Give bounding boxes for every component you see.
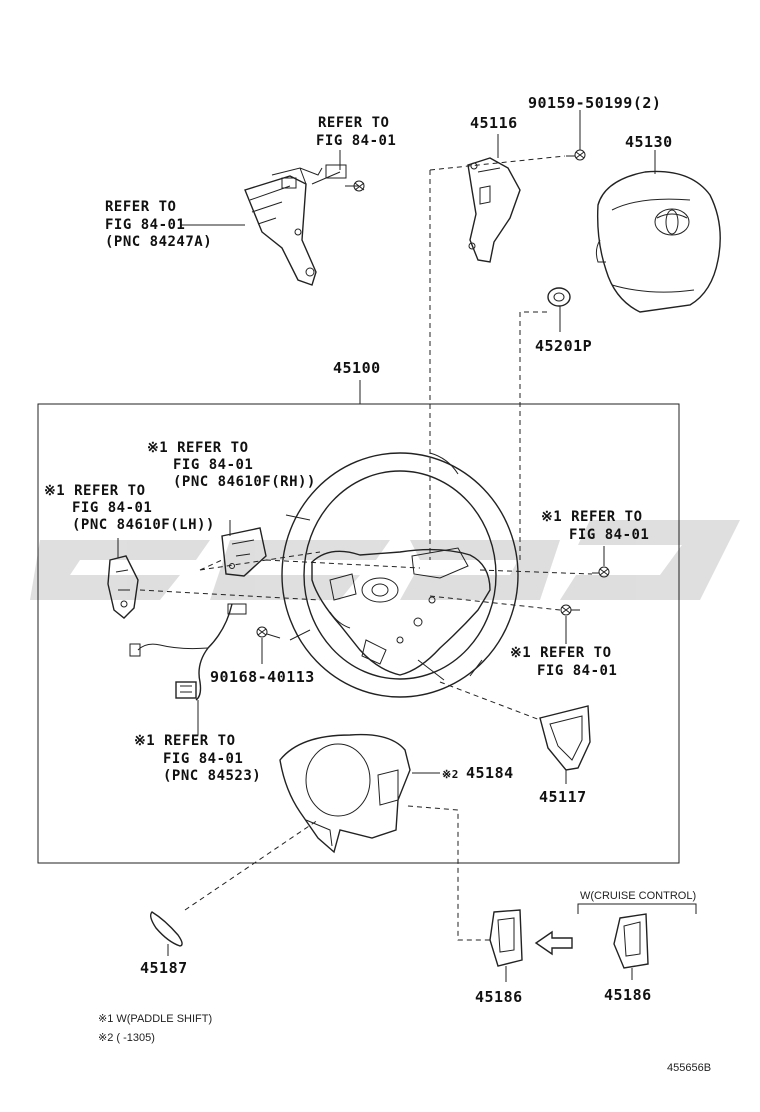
cruise-bracket <box>577 903 697 914</box>
part-45187: 45187 <box>140 959 188 977</box>
ref-left-pnc: (PNC 84247A) <box>105 234 212 250</box>
ref-top-label: REFER TO <box>318 115 389 131</box>
ref-right-fig: FIG 84-01 <box>569 527 649 543</box>
part-45130: 45130 <box>625 133 673 151</box>
part-45184: 45184 <box>466 764 514 782</box>
part-90168: 90168-40113 <box>210 668 315 686</box>
ref-bot-fig: FIG 84-01 <box>163 751 243 767</box>
part-90159: 90159-50199(2) <box>528 94 661 112</box>
switch-45186-b <box>613 913 649 980</box>
trim-45117 <box>539 705 591 784</box>
switch-45186-a <box>489 909 523 982</box>
bolt-90168 <box>256 626 281 664</box>
ref-bot-label: ※1 REFER TO <box>134 733 236 749</box>
part-45186-b: 45186 <box>604 986 652 1004</box>
ref-lh-pnc: (PNC 84610F(LH)) <box>72 517 215 533</box>
ref-lh-label: ※1 REFER TO <box>44 483 146 499</box>
part-45117: 45117 <box>539 788 587 806</box>
cover-45116 <box>467 157 521 263</box>
main-assembly-45100: 45100 <box>333 359 381 377</box>
emblem-45187 <box>149 911 183 956</box>
part-45116: 45116 <box>470 114 518 132</box>
ref-bot-pnc: (PNC 84523) <box>163 768 261 784</box>
lower-cover-45184 <box>279 733 440 854</box>
wire-harness <box>129 603 247 735</box>
part-45186-a: 45186 <box>475 988 523 1006</box>
nut-45201p <box>547 287 571 332</box>
figure-id: 455656B <box>667 1062 711 1074</box>
bolt-90159 <box>566 110 586 161</box>
assembly-frame <box>37 403 680 864</box>
airbag-45130 <box>595 170 721 313</box>
ref-rmid-label: ※1 REFER TO <box>510 645 612 661</box>
ref-rh-fig: FIG 84-01 <box>173 457 253 473</box>
ref-rmid-fig: FIG 84-01 <box>537 663 617 679</box>
screw-right-mid <box>560 604 580 644</box>
footnote-1: ※1 W(PADDLE SHIFT) <box>98 1013 212 1025</box>
footnote-2: ※2 ( -1305) <box>98 1032 155 1044</box>
ref-rh-label: ※1 REFER TO <box>147 440 249 456</box>
direction-arrow <box>534 930 573 956</box>
paddle-switch-lh <box>107 538 139 619</box>
ref-top-fig: FIG 84-01 <box>316 133 396 149</box>
part-45201p: 45201P <box>535 337 592 355</box>
mark-2: ※2 <box>442 768 459 781</box>
ref-rh-pnc: (PNC 84610F(RH)) <box>173 474 316 490</box>
ref-left-label: REFER TO <box>105 199 176 215</box>
cruise-label: W(CRUISE CONTROL) <box>580 890 696 902</box>
ref-lh-fig: FIG 84-01 <box>72 500 152 516</box>
paddle-bracket-assembly <box>244 164 365 286</box>
ref-left-fig: FIG 84-01 <box>105 217 185 233</box>
ref-right-label: ※1 REFER TO <box>541 509 643 525</box>
steering-wheel <box>281 452 519 698</box>
screw-right <box>592 546 610 578</box>
